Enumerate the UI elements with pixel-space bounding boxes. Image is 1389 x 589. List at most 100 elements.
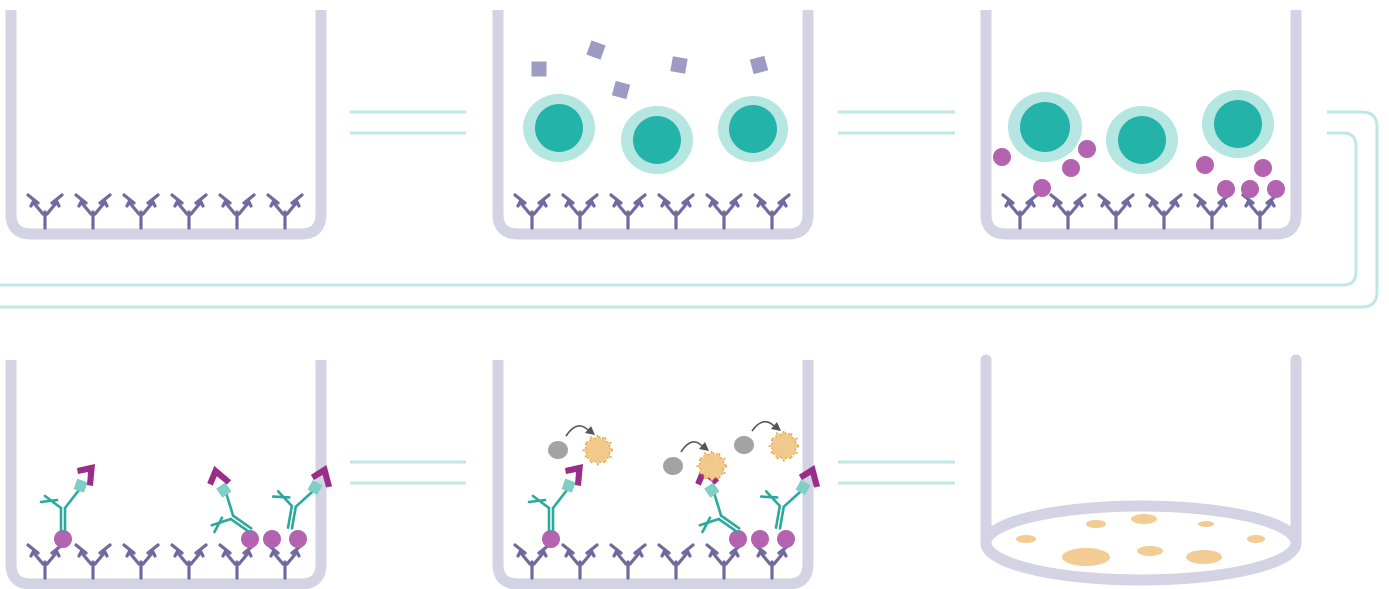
capture-antibody-icon [659, 195, 693, 228]
captured-cytokine [751, 530, 769, 548]
arrowhead-icon [585, 426, 595, 435]
detection-antibody-icon [529, 464, 583, 530]
stimulus-antigen-icon [670, 56, 687, 73]
capture-antibody-icon [563, 545, 597, 578]
panel-cells-and-stimulus [498, 10, 808, 234]
cytokine-molecule [1078, 140, 1096, 158]
panel-spots-membrane [986, 360, 1296, 580]
cytokine-molecule [993, 148, 1011, 166]
immune-cell [1202, 90, 1274, 158]
substrate-molecule [734, 436, 754, 454]
elispot-spot [1086, 520, 1106, 528]
detection-antibody-icon [268, 457, 337, 534]
stimulus-antigen-icon [750, 56, 768, 74]
immune-cell [718, 96, 788, 162]
cytokine-molecule [1033, 179, 1051, 197]
capture-antibody-icon [76, 545, 110, 578]
capture-antibody-icon [28, 195, 62, 228]
elispot-spot [1062, 548, 1110, 566]
elispot-spot [1016, 535, 1036, 543]
capture-antibody-icon [172, 545, 206, 578]
capture-antibody-icon [124, 195, 158, 228]
capture-antibody-icon [124, 545, 158, 578]
capture-antibody-icon [611, 545, 645, 578]
capture-antibody-icon [659, 545, 693, 578]
cytokine-molecule [1196, 156, 1214, 174]
biotin-tag [74, 479, 88, 493]
elispot-spot [1247, 535, 1265, 543]
conversion-arrow-icon [752, 422, 776, 431]
cytokine-molecule [1062, 159, 1080, 177]
biotin-tag [562, 479, 576, 493]
substrate-molecule [548, 441, 568, 459]
cell-nucleus [633, 116, 681, 164]
assay-panels [11, 10, 1296, 584]
cell-nucleus [535, 104, 583, 152]
captured-cytokine [729, 530, 747, 548]
capture-antibody-icon [515, 195, 549, 228]
capture-antibody-icon [707, 545, 741, 578]
capture-antibody-icon [1099, 195, 1133, 228]
capture-antibody-icon [220, 545, 254, 578]
elispot-spot [1198, 521, 1214, 527]
capture-antibody-icon [755, 195, 789, 228]
conversion-arrow-icon [681, 442, 704, 452]
biotin-tag [704, 482, 719, 497]
immune-cell [1008, 92, 1082, 162]
conversion-arrow-icon [566, 426, 590, 436]
cytokine-molecule [1267, 180, 1285, 198]
capture-antibody-icon [1243, 195, 1277, 228]
panel-detection-antibody [11, 360, 337, 584]
immune-cell [523, 94, 595, 162]
capture-antibody-icon [172, 195, 206, 228]
captured-cytokine [54, 530, 72, 548]
capture-antibody-icon [1003, 195, 1037, 228]
cell-nucleus [729, 105, 777, 153]
cytokine-molecule [1254, 159, 1272, 177]
cytokine-molecule [1241, 180, 1259, 198]
cell-nucleus [1118, 116, 1166, 164]
captured-cytokine [777, 530, 795, 548]
captured-cytokine [289, 530, 307, 548]
stimulus-antigen-icon [612, 81, 630, 99]
capture-antibody-icon [76, 195, 110, 228]
biotin-tag [216, 482, 231, 497]
colored-product-icon [769, 431, 799, 461]
panel-secreted-cytokine [986, 10, 1296, 234]
arrowhead-icon [699, 442, 709, 451]
substrate-molecule [663, 457, 683, 475]
capture-antibody-icon [755, 545, 789, 578]
capture-antibody-icon [268, 195, 302, 228]
capture-antibody-icon [220, 195, 254, 228]
capture-antibody-icon [268, 545, 302, 578]
elispot-spot [1131, 514, 1157, 524]
captured-cytokine [241, 530, 259, 548]
immune-cell [1106, 106, 1178, 174]
step-connectors [0, 112, 1377, 483]
colored-product-icon [583, 435, 613, 465]
capture-antibody-icon [1195, 195, 1229, 228]
capture-antibody-icon [515, 545, 549, 578]
elispot-spot [1137, 546, 1163, 556]
cell-nucleus [1020, 102, 1070, 152]
detection-antibody-icon [756, 457, 825, 534]
capture-antibody-icon [1147, 195, 1181, 228]
captured-cytokine [263, 530, 281, 548]
stimulus-antigen-icon [586, 40, 605, 59]
detection-antibody-icon [41, 464, 95, 530]
arrowhead-icon [771, 422, 781, 431]
capture-antibody-icon [563, 195, 597, 228]
captured-cytokine [542, 530, 560, 548]
capture-antibody-icon [28, 545, 62, 578]
elispot-spot [1186, 550, 1222, 564]
capture-antibody-icon [1051, 195, 1085, 228]
capture-antibody-icon [611, 195, 645, 228]
panel-capture-antibodies [11, 10, 321, 234]
capture-antibody-icon [707, 195, 741, 228]
panel-substrate-conversion [498, 360, 825, 584]
cell-nucleus [1214, 100, 1262, 148]
immune-cell [621, 106, 693, 174]
cytokine-molecule [1217, 180, 1235, 198]
stimulus-antigen-icon [532, 62, 547, 77]
